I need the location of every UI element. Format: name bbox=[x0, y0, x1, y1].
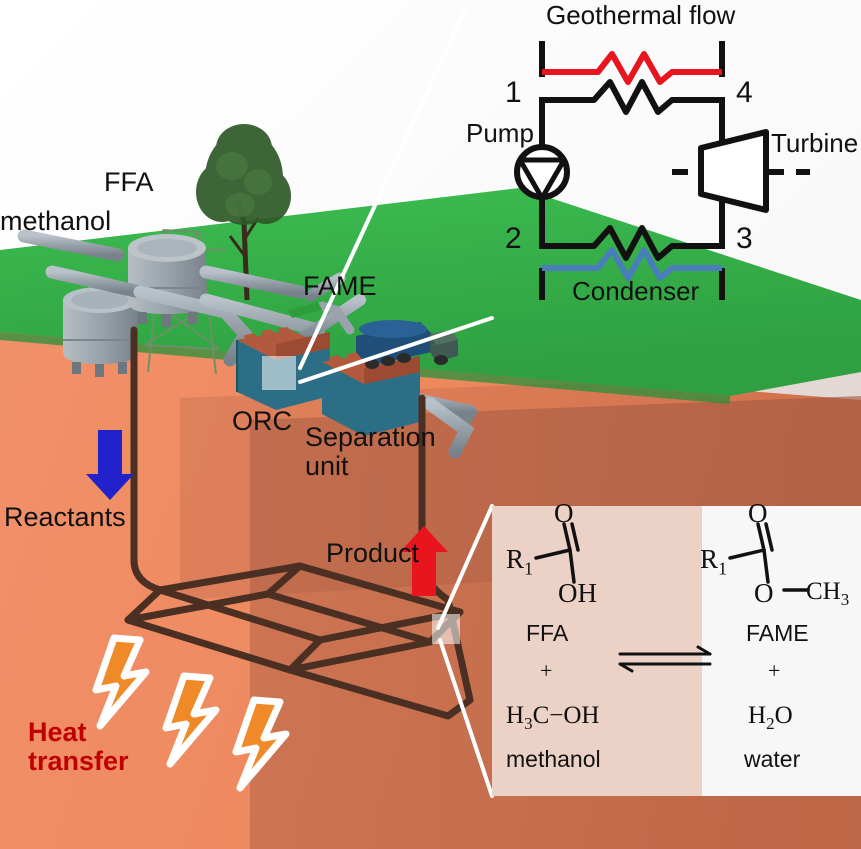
chem-structures bbox=[534, 522, 810, 673]
callout-orc-to-cycle bbox=[298, 6, 468, 370]
methanol-storage-tank bbox=[63, 287, 137, 377]
reactants-label: Reactants bbox=[4, 502, 126, 532]
evaporator-branch bbox=[539, 79, 725, 115]
pump-symbol bbox=[514, 144, 570, 201]
condenser-bracket bbox=[539, 268, 725, 300]
fame-methyl: CH3 bbox=[806, 578, 850, 609]
product-plus: + bbox=[768, 658, 781, 683]
geothermal-flow-label: Geothermal flow bbox=[546, 0, 736, 30]
heat-transfer-label: Heat transfer bbox=[28, 717, 129, 777]
fame-r-group: R1 bbox=[700, 544, 728, 579]
turbine-label: Turbine bbox=[771, 128, 859, 158]
chem-panel-left bbox=[492, 506, 702, 796]
callout-reactor-to-chem-2 bbox=[438, 638, 494, 798]
ffa-tank-label: FFA bbox=[104, 167, 154, 197]
reactor-highlight-box bbox=[432, 614, 460, 644]
ffa-name: FFA bbox=[526, 620, 569, 646]
equilibrium-arrow bbox=[618, 645, 712, 673]
methanol-name: methanol bbox=[506, 746, 601, 772]
orc-cycle-drawing bbox=[514, 41, 810, 300]
tree bbox=[196, 124, 291, 301]
turbine-symbol bbox=[672, 129, 810, 213]
orc-cycle-inset: Geothermal flow Condenser Pump Turbine 1… bbox=[466, 0, 861, 318]
reactant-plus: + bbox=[540, 658, 553, 683]
fame-ester-o: O bbox=[754, 578, 774, 608]
heat-transfer-bolts bbox=[92, 634, 290, 792]
methanol-formula: H3C−OH bbox=[506, 702, 600, 733]
condenser-flow-line bbox=[542, 247, 722, 281]
pump-label: Pump bbox=[466, 118, 534, 148]
product-up-arrow bbox=[400, 526, 448, 596]
water-formula: H2O bbox=[748, 702, 793, 733]
geothermal-flow-line bbox=[542, 51, 722, 85]
ffa-r-group: R1 bbox=[506, 544, 534, 579]
ffa-storage-tank bbox=[128, 234, 206, 327]
fame-name: FAME bbox=[746, 620, 809, 646]
reactants-down-arrow bbox=[86, 430, 134, 500]
orc-unit-label: ORC bbox=[232, 406, 292, 436]
orc-highlight-box bbox=[262, 356, 296, 390]
callout-lines bbox=[298, 6, 494, 798]
callout-reactor-to-chem bbox=[436, 504, 494, 630]
ffa-r-subscript: 1 bbox=[524, 558, 534, 579]
chemistry-inset: O R1 OH FFA + H3C−OH methanol O R1 O CH3… bbox=[492, 498, 861, 796]
chem-panel-right bbox=[702, 506, 861, 796]
fame-stream-label: FAME bbox=[303, 271, 377, 301]
product-label: Product bbox=[326, 538, 420, 568]
ffa-hydroxyl: OH bbox=[558, 578, 597, 608]
state-point-4: 4 bbox=[736, 76, 753, 109]
state-point-3: 3 bbox=[736, 222, 753, 255]
fame-skeleton bbox=[728, 522, 810, 592]
condenser-branch bbox=[539, 225, 725, 261]
separation-unit-label: Separation unit bbox=[305, 422, 436, 482]
fame-carbonyl-o: O bbox=[748, 498, 768, 528]
water-name: water bbox=[744, 746, 801, 772]
state-point-2: 2 bbox=[505, 222, 522, 255]
callout-orc-to-cycle-2 bbox=[298, 316, 494, 384]
state-point-1: 1 bbox=[505, 76, 522, 109]
fame-r-subscript: 1 bbox=[718, 558, 728, 579]
condenser-label: Condenser bbox=[572, 276, 700, 306]
ffa-skeleton bbox=[534, 522, 580, 584]
methanol-tank-label: methanol bbox=[0, 206, 112, 236]
ffa-carbonyl-o: O bbox=[554, 498, 574, 528]
